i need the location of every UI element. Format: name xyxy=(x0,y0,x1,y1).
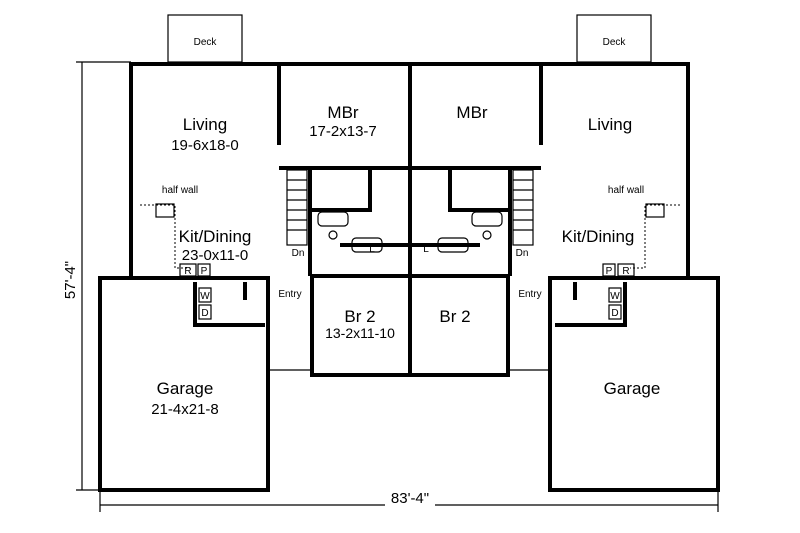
laundry-right-walls xyxy=(555,282,627,327)
pantry-right-label: P xyxy=(606,266,613,277)
tub-icon xyxy=(351,237,383,253)
br2-left-label: Br 2 xyxy=(344,307,375,326)
pantry-left-label: P xyxy=(201,266,208,277)
tub-icon xyxy=(317,211,349,227)
stairs-left-dn: Dn xyxy=(292,248,305,259)
kit-dining-left-size: 23-0x11-0 xyxy=(182,247,248,264)
washer-right xyxy=(608,287,622,303)
washer-right-label: W xyxy=(610,291,620,302)
bath-right xyxy=(410,168,512,276)
dryer-right xyxy=(608,304,622,320)
br2-right-label: Br 2 xyxy=(439,307,470,326)
tub-icon xyxy=(437,237,469,253)
kit-dining-right-label: Kit/Dining xyxy=(562,227,635,246)
mbr-left-label: MBr xyxy=(327,103,359,122)
depth-label: 57'-4" xyxy=(62,261,79,299)
mbr-left-walls xyxy=(277,64,410,170)
dryer-left-label: D xyxy=(201,308,208,319)
range-icon xyxy=(155,203,175,218)
washer-left-label: W xyxy=(200,291,210,302)
dryer-right-label: D xyxy=(611,308,618,319)
mbr-right-walls xyxy=(410,64,543,170)
depth-dimension: 57'-4" xyxy=(62,61,131,491)
mbr-left-size: 17-2x13-7 xyxy=(309,123,377,140)
fridge-right-label: R xyxy=(622,266,629,277)
kitchen-counter-left xyxy=(140,204,190,269)
laundry-left-walls xyxy=(193,282,265,327)
fridge-left-label: R xyxy=(184,266,191,277)
living-right-label: Living xyxy=(588,115,632,134)
bath-left xyxy=(308,168,410,276)
washer-left xyxy=(198,287,212,303)
living-left-label: Living xyxy=(183,115,227,134)
deck-right-label: Deck xyxy=(603,37,627,48)
dryer-left xyxy=(198,304,212,320)
stairs-right xyxy=(512,169,534,246)
kitchen-counter-right xyxy=(630,204,680,269)
kit-dining-left-label: Kit/Dining xyxy=(179,227,252,246)
linen-left: L xyxy=(369,244,375,255)
toilet-icon xyxy=(482,230,492,240)
garage-right-label: Garage xyxy=(604,379,661,398)
half-wall-right-label: half wall xyxy=(608,185,644,196)
range-icon xyxy=(645,203,665,218)
br2-left-size: 13-2x11-10 xyxy=(325,325,395,341)
living-left-size: 19-6x18-0 xyxy=(171,137,239,154)
linen-right: L xyxy=(423,244,429,255)
garage-left xyxy=(98,276,270,492)
tub-icon xyxy=(471,211,503,227)
toilet-icon xyxy=(328,230,338,240)
width-dimension: 83'-4" xyxy=(99,490,719,512)
garage-left-label: Garage xyxy=(157,379,214,398)
entry-right-label: Entry xyxy=(518,289,541,300)
garage-right xyxy=(548,276,720,492)
width-label: 83'-4" xyxy=(391,490,429,507)
mbr-right-label: MBr xyxy=(456,103,488,122)
garage-left-size: 21-4x21-8 xyxy=(151,401,219,418)
br2-right-walls xyxy=(410,274,510,377)
deck-left-label: Deck xyxy=(194,37,218,48)
half-wall-left-label: half wall xyxy=(162,185,198,196)
entry-left-label: Entry xyxy=(278,289,301,300)
br2-left-walls xyxy=(310,274,410,377)
stairs-right-dn: Dn xyxy=(516,248,529,259)
stairs-left xyxy=(286,169,308,246)
